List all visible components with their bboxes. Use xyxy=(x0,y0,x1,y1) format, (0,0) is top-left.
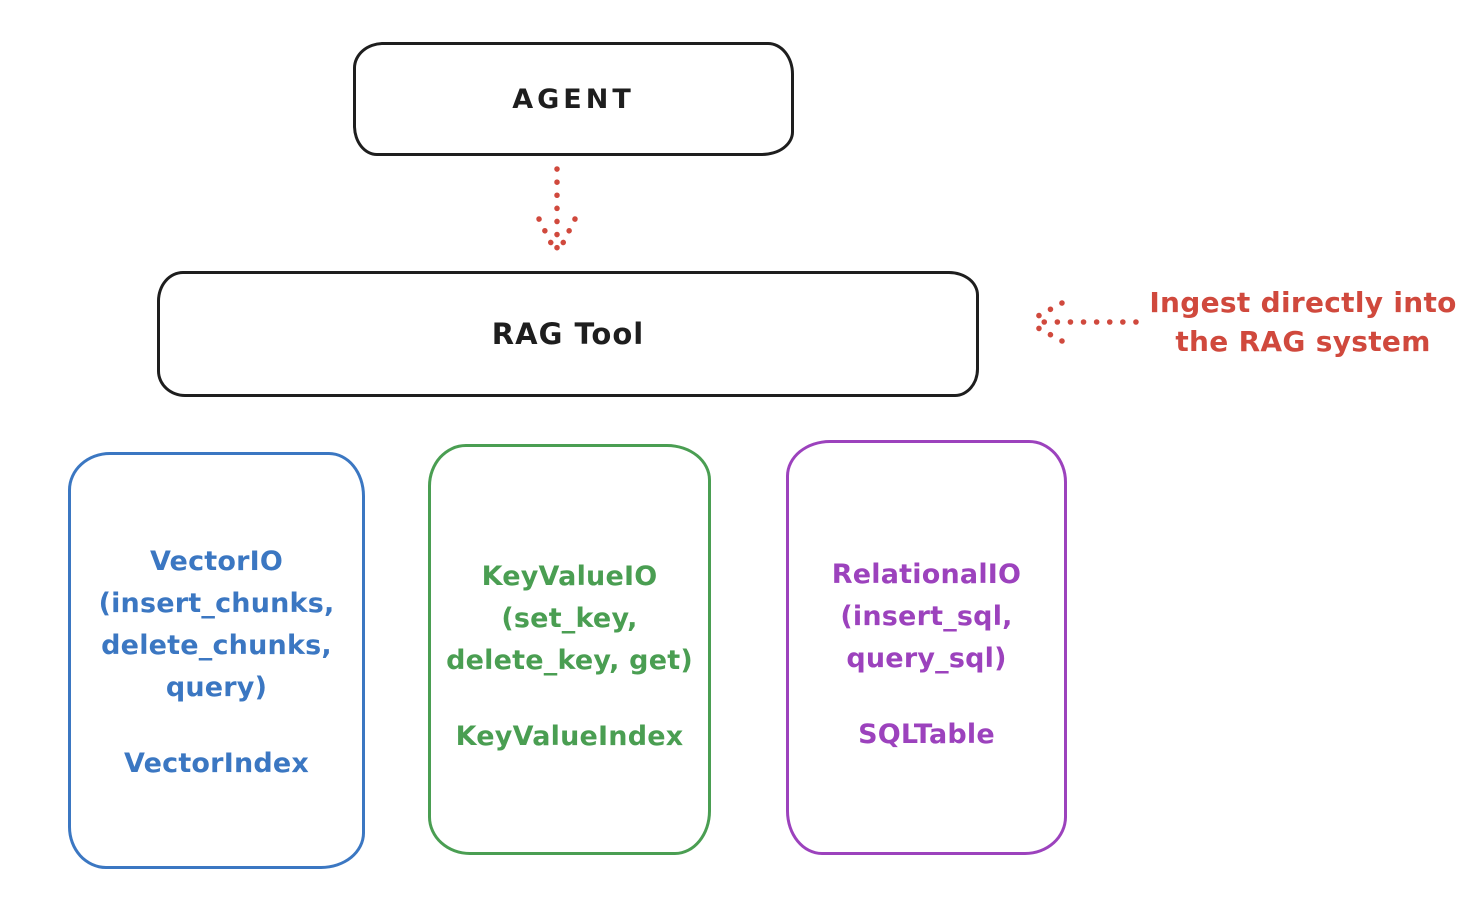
keyvalue-io-line: delete_key, get) xyxy=(446,645,693,676)
keyvalue-io-line: (set_key, xyxy=(501,603,638,634)
sql-table-label: SQLTable xyxy=(858,719,995,750)
ingest-annotation-line-1: Ingest directly into xyxy=(1149,286,1457,319)
vector-index-label: VectorIndex xyxy=(123,748,310,779)
relational-io-box: RelationalIO (insert_sql, query_sql) SQL… xyxy=(786,440,1067,855)
ingest-annotation-line-2: the RAG system xyxy=(1175,325,1431,358)
relational-io-line: query_sql) xyxy=(846,643,1007,674)
agent-box: AGENT xyxy=(353,42,794,156)
vector-io-line: delete_chunks, xyxy=(101,630,332,661)
agent-label: AGENT xyxy=(512,83,635,115)
keyvalue-io-box: KeyValueIO (set_key, delete_key, get) Ke… xyxy=(428,444,711,855)
vector-io-line: (insert_chunks, xyxy=(98,588,335,619)
dotted-arrow-left-icon xyxy=(1026,300,1139,344)
keyvalue-io-line: KeyValueIO xyxy=(481,561,658,592)
relational-io-line: RelationalIO xyxy=(831,559,1022,590)
keyvalue-index-label: KeyValueIndex xyxy=(455,721,684,752)
vector-io-line: query) xyxy=(165,672,268,703)
ingest-annotation: Ingest directly into the RAG system xyxy=(1138,283,1468,361)
vector-io-box: VectorIO (insert_chunks, delete_chunks, … xyxy=(68,452,365,869)
dotted-arrow-down-icon xyxy=(536,166,578,256)
relational-io-line: (insert_sql, xyxy=(840,601,1013,632)
vector-io-line: VectorIO xyxy=(149,546,284,577)
rag-tool-label: RAG Tool xyxy=(491,317,645,351)
rag-tool-box: RAG Tool xyxy=(157,271,979,397)
